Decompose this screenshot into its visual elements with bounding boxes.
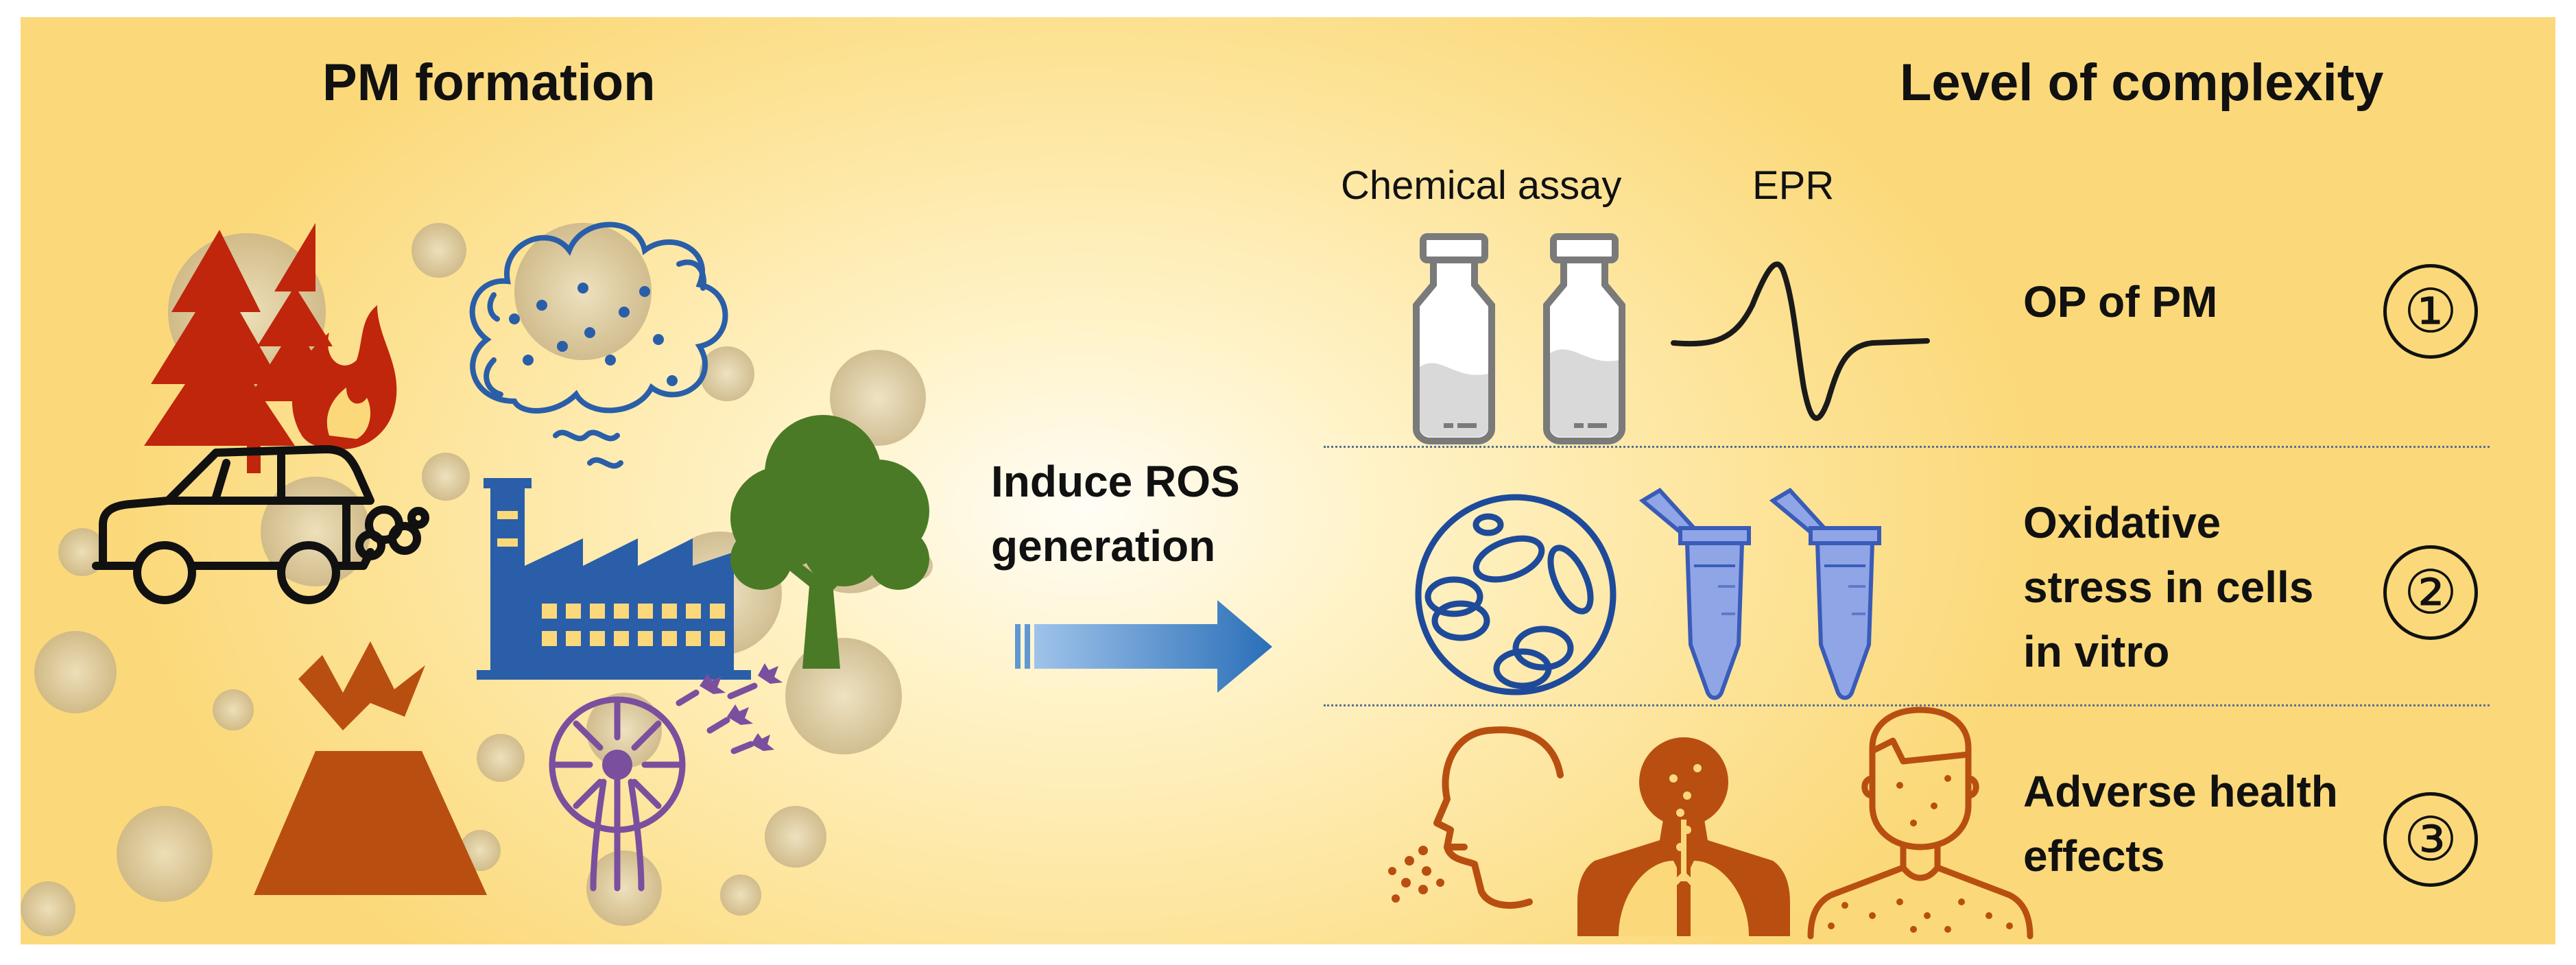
separator-2 [1324,704,2490,706]
level-2-label-line-1: Oxidative [2023,498,2221,547]
level-2-label-line-3: in vitro [2023,627,2170,676]
level-3-label-line-2: effects [2023,831,2165,881]
arrow-label-line-2: generation [991,521,1216,571]
epr-label: EPR [1752,163,1835,208]
level-1-number: ① [2383,264,2478,359]
pm-particles [21,223,933,936]
arrow-label-line-1: Induce ROS [991,457,1240,506]
level-2-number: ② [2383,545,2478,640]
level-3-label-line-1: Adverse health [2023,767,2338,816]
level-2-label-line-2: stress in cells [2023,562,2314,612]
right-title: Level of complexity [1900,53,2384,112]
level-1-label: OP of PM [2023,277,2218,326]
separator-1 [1324,446,2490,448]
chemical-assay-label: Chemical assay [1341,163,1622,208]
diagram-canvas: PM formation [21,17,2555,944]
left-title: PM formation [322,53,656,112]
level-3-number: ③ [2383,792,2478,887]
